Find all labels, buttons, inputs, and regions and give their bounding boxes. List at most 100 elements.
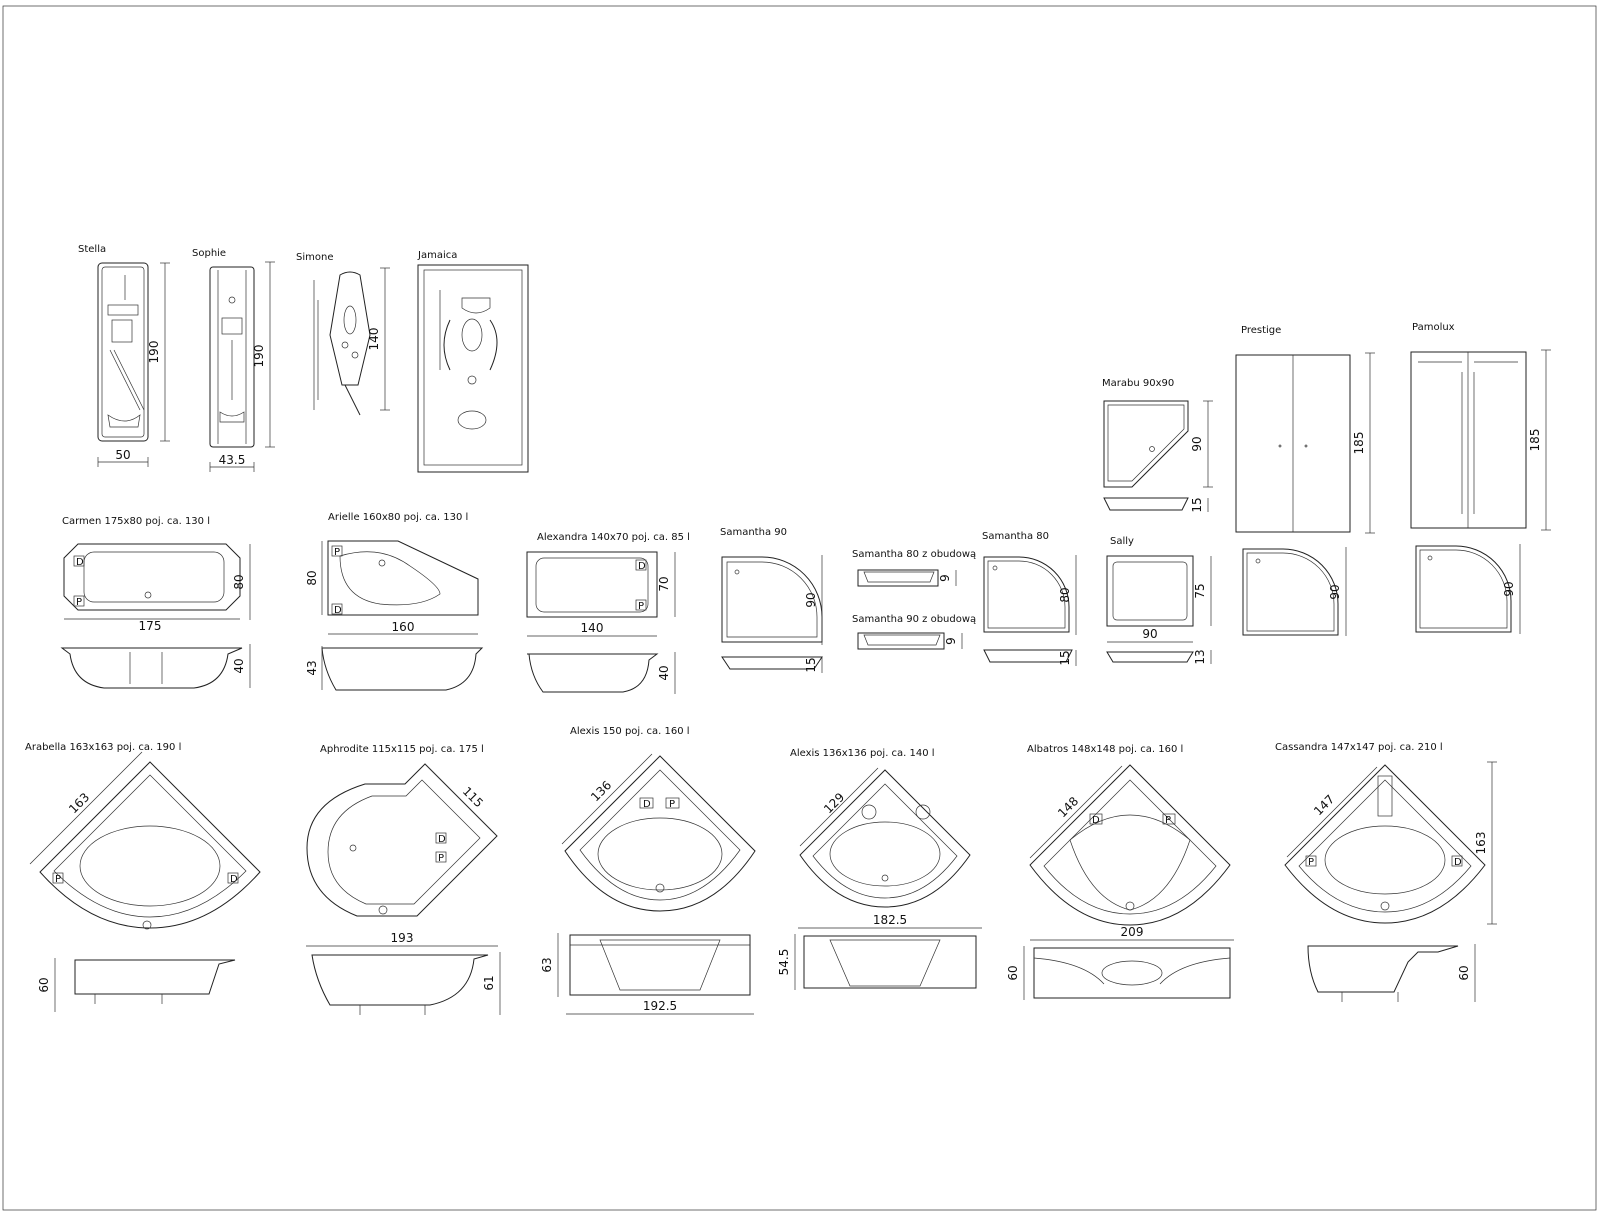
arabella-diagonal-dimension: 163 (29, 751, 143, 865)
aphrodite-d-marker: D (438, 834, 446, 845)
carmen-p-marker: P (76, 597, 82, 608)
alexandra-side-value: 40 (657, 665, 671, 680)
samantha-80-height-value: 80 (1058, 587, 1072, 602)
cassandra-label: Cassandra 147x147 poj. ca. 210 l (1275, 742, 1443, 753)
alexis-150-p-marker: P (669, 799, 675, 810)
jamaica-cabin: Jamaica (417, 250, 529, 473)
marabu-base-value: 15 (1190, 497, 1204, 512)
arielle-height-dimension: 80 (305, 541, 323, 615)
stella-width-dimension: 50 (97, 448, 149, 467)
carmen-height-dimension: 80 (232, 544, 251, 620)
alexandra-width-value: 140 (581, 621, 604, 635)
aphrodite-diagonal-dimension: 115 (424, 763, 498, 837)
aphrodite-width-dimension: 193 (306, 931, 498, 947)
cassandra-side-dimension: 60 (1457, 944, 1476, 1002)
arabella-side-dimension: 60 (37, 958, 56, 1012)
marabu-label: Marabu 90x90 (1102, 378, 1174, 389)
sally-height-dimension: 75 (1193, 556, 1212, 626)
marabu-base-dimension: 15 (1190, 497, 1209, 513)
alexis-150-width-value: 192.5 (643, 999, 677, 1013)
cassandra-height-dimension: 163 (1474, 761, 1497, 925)
pamolux-height-dimension: 185 (1528, 349, 1551, 531)
alexis-136-side-value: 54.5 (777, 949, 791, 976)
alexis-136-diagonal-dimension: 129 (799, 767, 879, 847)
samantha-90-base-value: 15 (804, 657, 818, 672)
sophie-panel: Sophie 190 43.5 (192, 248, 275, 472)
pamolux-tray-value: 90 (1502, 581, 1516, 596)
albatros-width-value: 209 (1121, 925, 1144, 939)
alexis-136-side-dimension: 54.5 (777, 934, 796, 990)
alexandra-p-marker: P (638, 601, 644, 612)
sally-tray: Sally 75 90 13 (1106, 536, 1212, 665)
cassandra-bathtub: Cassandra 147x147 poj. ca. 210 l P D 147… (1275, 742, 1497, 1002)
arabella-label: Arabella 163x163 poj. ca. 190 l (25, 742, 181, 753)
simone-panel: Simone 140 (296, 252, 390, 416)
alexis-150-side-dimension: 63 (540, 933, 559, 997)
alexis-150-label: Alexis 150 poj. ca. 160 l (570, 726, 690, 737)
carmen-d-marker: D (76, 557, 84, 568)
arabella-side-value: 60 (37, 977, 51, 992)
prestige-height-value: 185 (1352, 432, 1366, 455)
aphrodite-side-dimension: 61 (482, 952, 501, 1015)
sophie-height-dimension: 190 (252, 261, 275, 448)
samantha-80-enclosed-height-dimension: 9 (938, 570, 957, 586)
samantha-80-height-dimension: 80 (1058, 555, 1077, 635)
alexandra-d-marker: D (638, 561, 646, 572)
carmen-width-value: 175 (139, 619, 162, 633)
sophie-width-value: 43.5 (219, 453, 246, 467)
samantha-90-enclosed-tray: Samantha 90 z obudową 9 (852, 614, 976, 650)
samantha-90-enclosed-height-value: 9 (944, 637, 958, 645)
prestige-cabin: Prestige 185 90 (1235, 325, 1375, 636)
sheet-frame (2, 5, 1597, 1211)
sophie-label: Sophie (192, 248, 226, 259)
stella-height-value: 190 (147, 341, 161, 364)
samantha-90-tray: Samantha 90 90 15 (720, 527, 823, 673)
sally-width-dimension: 90 (1107, 627, 1193, 643)
carmen-width-dimension: 175 (64, 618, 240, 633)
aphrodite-side-value: 61 (482, 975, 496, 990)
samantha-90-base-dimension: 15 (804, 657, 823, 673)
cassandra-diagonal-value: 147 (1311, 792, 1337, 818)
arabella-d-marker: D (230, 874, 238, 885)
samantha-80-base-value: 15 (1058, 650, 1072, 665)
jamaica-label: Jamaica (417, 250, 457, 261)
arabella-bathtub: Arabella 163x163 poj. ca. 190 l P D 163 … (25, 742, 261, 1012)
albatros-label: Albatros 148x148 poj. ca. 160 l (1027, 744, 1183, 755)
marabu-tray: Marabu 90x90 90 15 (1102, 378, 1213, 513)
samantha-80-base-dimension: 15 (1058, 650, 1077, 666)
alexandra-bathtub: Alexandra 140x70 poj. ca. 85 l D P 140 7… (526, 532, 690, 694)
alexis-136-width-dimension: 182.5 (798, 913, 982, 929)
carmen-side-dimension: 40 (232, 644, 251, 688)
sally-label: Sally (1110, 536, 1134, 547)
samantha-90-enclosed-label: Samantha 90 z obudową (852, 614, 976, 625)
samantha-80-enclosed-height-value: 9 (938, 574, 952, 582)
cassandra-p-marker: P (1308, 857, 1314, 868)
albatros-side-value: 60 (1006, 965, 1020, 980)
carmen-bathtub: Carmen 175x80 poj. ca. 130 l D P 175 80 … (60, 516, 251, 689)
sally-base-dimension: 13 (1193, 649, 1212, 665)
albatros-side-dimension: 60 (1006, 946, 1025, 1000)
aphrodite-label: Aphrodite 115x115 poj. ca. 175 l (320, 744, 484, 755)
alexandra-height-value: 70 (657, 576, 671, 591)
alexis-150-diagonal-dimension: 136 (561, 753, 653, 845)
alexis-150-d-marker: D (643, 799, 651, 810)
stella-width-value: 50 (115, 448, 130, 462)
albatros-diagonal-value: 148 (1055, 794, 1081, 820)
prestige-label: Prestige (1241, 325, 1281, 336)
arielle-d-marker: D (334, 605, 342, 616)
arielle-side-value: 43 (305, 660, 319, 675)
cassandra-height-value: 163 (1474, 832, 1488, 855)
stella-height-dimension: 190 (147, 262, 170, 442)
albatros-bathtub: Albatros 148x148 poj. ca. 160 l D P 148 … (1006, 744, 1234, 1000)
prestige-height-dimension: 185 (1352, 352, 1375, 534)
arielle-side-dimension: 43 (305, 646, 323, 690)
stella-panel: Stella 190 50 (78, 244, 170, 467)
sally-height-value: 75 (1193, 583, 1207, 598)
alexandra-height-dimension: 70 (657, 552, 676, 617)
sophie-height-value: 190 (252, 345, 266, 368)
alexis-150-diagonal-value: 136 (588, 778, 614, 804)
samantha-90-height-dimension: 90 (804, 555, 823, 645)
alexis-150-bathtub: Alexis 150 poj. ca. 160 l D P 136 63 192… (540, 726, 756, 1015)
cassandra-d-marker: D (1454, 857, 1462, 868)
arielle-height-value: 80 (305, 570, 319, 585)
